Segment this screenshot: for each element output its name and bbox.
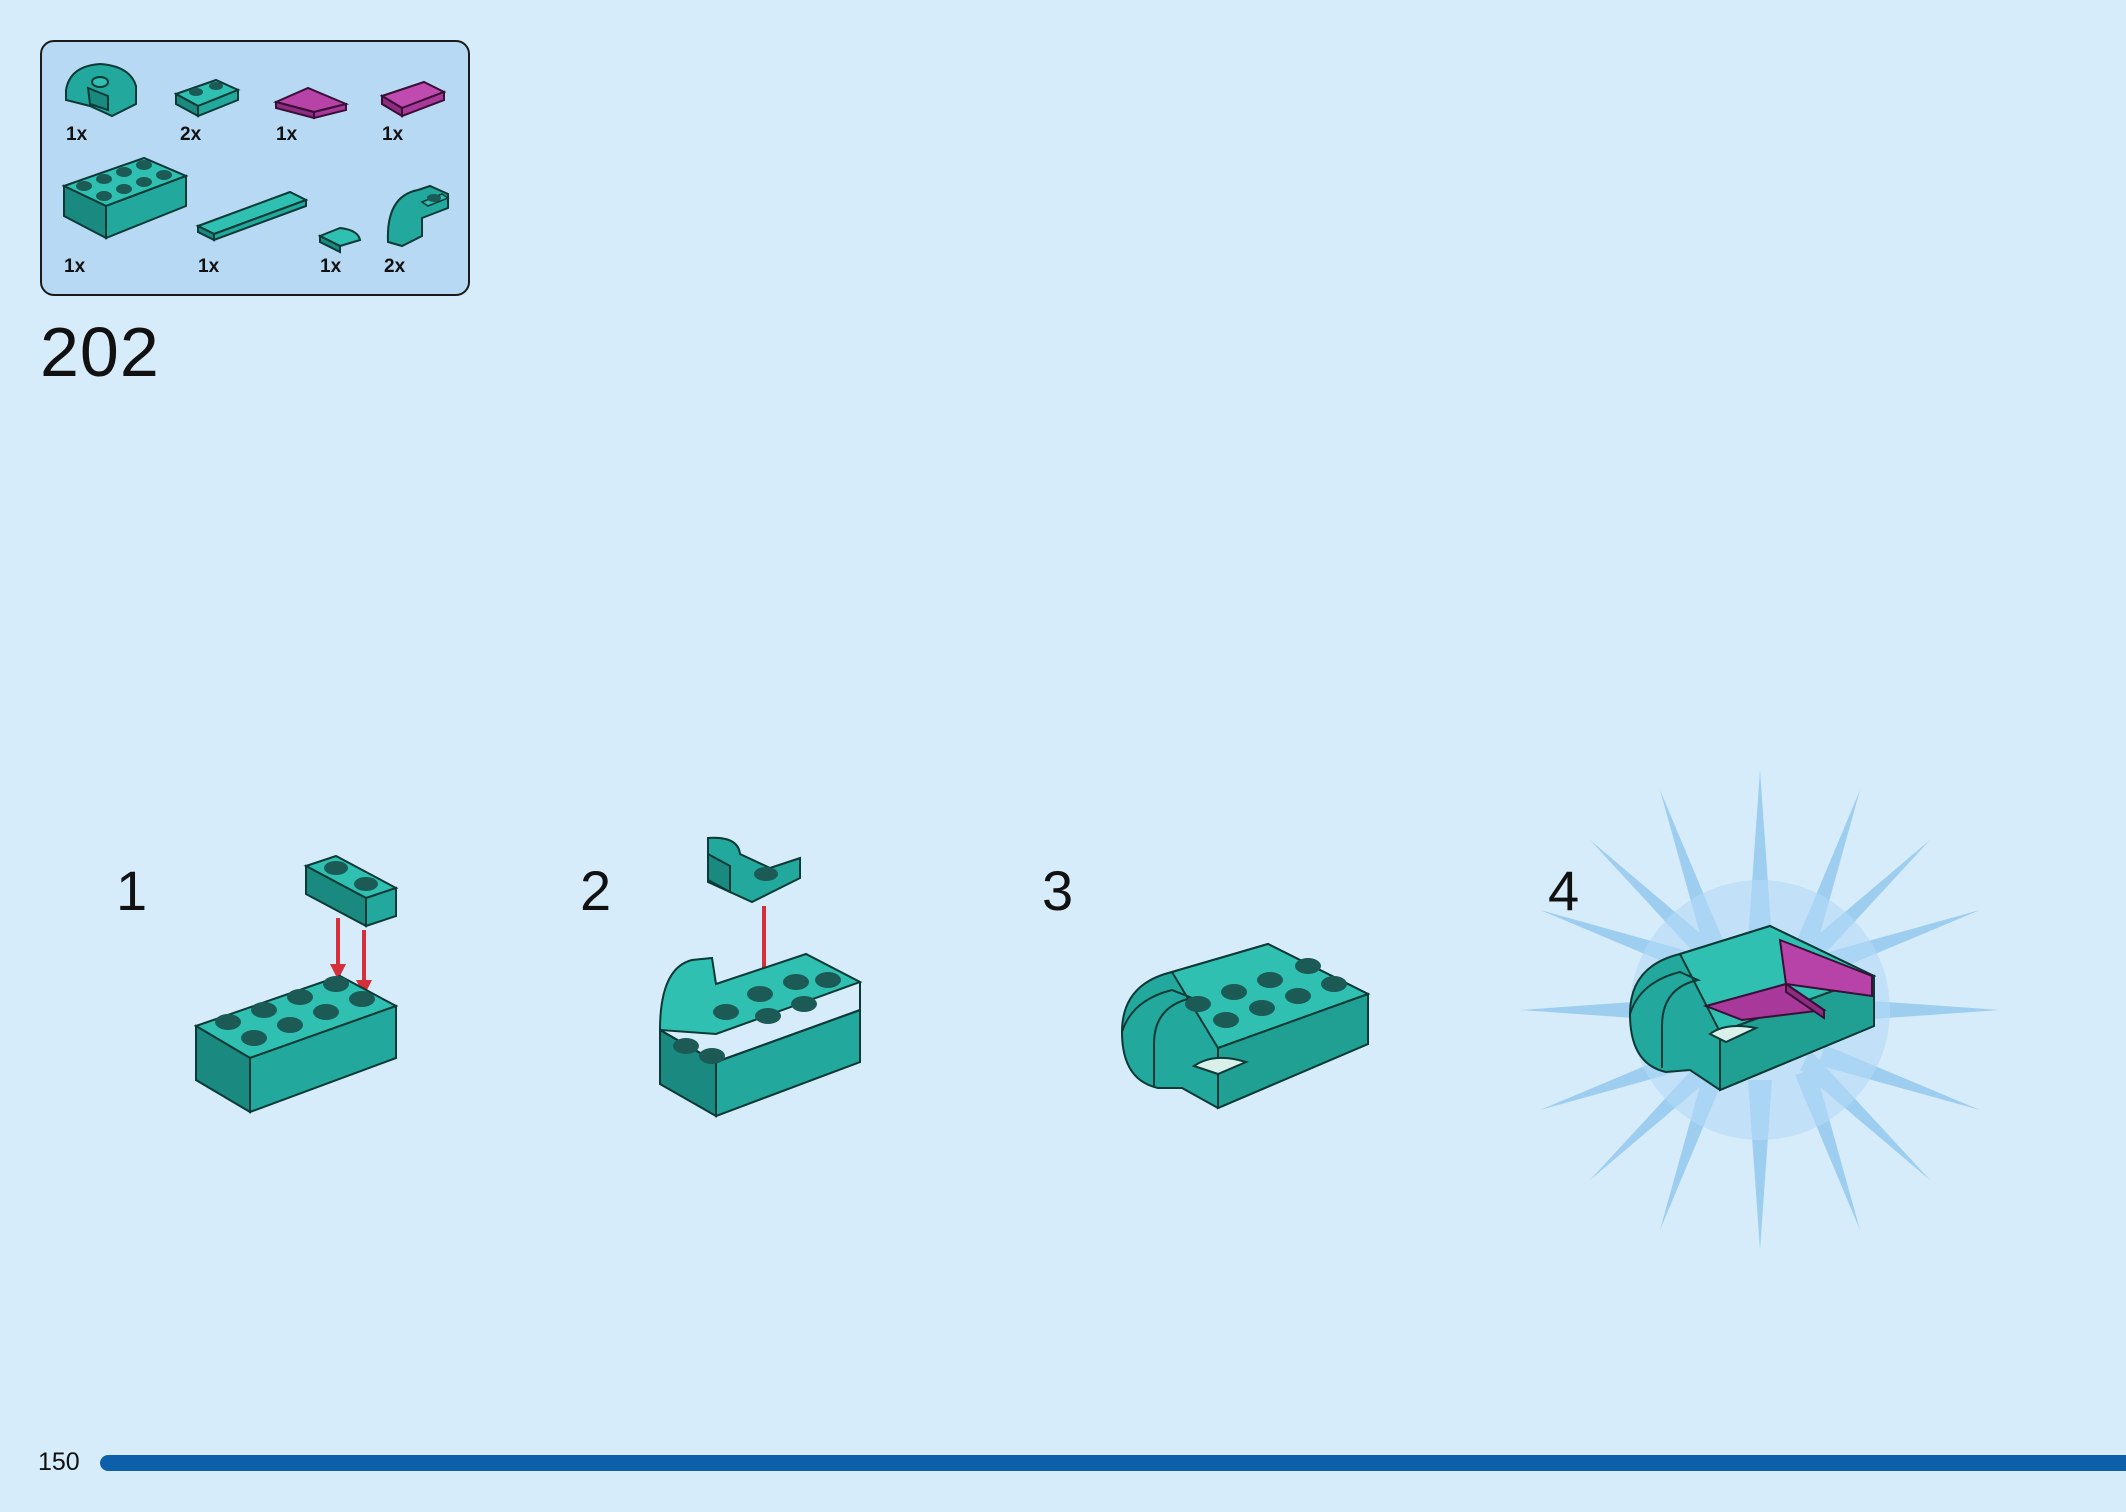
part-qty: 1x [320,256,342,277]
part-qty: 2x [180,124,202,145]
parts-list-box: 1x 2x 1x 1x 1x 1x [40,40,470,296]
teal-quarter-tile-icon [317,226,362,254]
part-qty: 1x [66,124,88,145]
step-1-illustration [193,854,399,1114]
step-3-illustration [1120,942,1371,1110]
part-qty: 1x [64,256,86,277]
teal-curved-bracket-icon [65,62,137,118]
step-number: 2 [580,859,612,922]
magenta-wedge-plate-icon [272,86,350,120]
progress-bar [100,1455,2126,1471]
teal-curved-slope-icon [386,184,450,248]
part-qty: 2x [384,256,406,277]
teal-brick-2x4-icon [61,156,189,240]
progress-bar-fill [100,1455,2126,1471]
part-qty: 1x [198,256,220,277]
step-number: 4 [1548,859,1580,922]
part-qty: 1x [382,124,404,145]
teal-tile-1x6-icon [195,190,309,242]
teal-plate-1x2-icon [173,78,241,118]
step-4-illustration [1520,770,2000,1250]
step-number: 3 [1042,859,1074,922]
page-number: 150 [38,1448,80,1476]
step-2-illustration [658,836,863,1118]
page-title: 202 [40,313,160,391]
step-number: 1 [116,859,148,922]
magenta-tile-1x2-icon [379,80,447,118]
part-qty: 1x [276,124,298,145]
